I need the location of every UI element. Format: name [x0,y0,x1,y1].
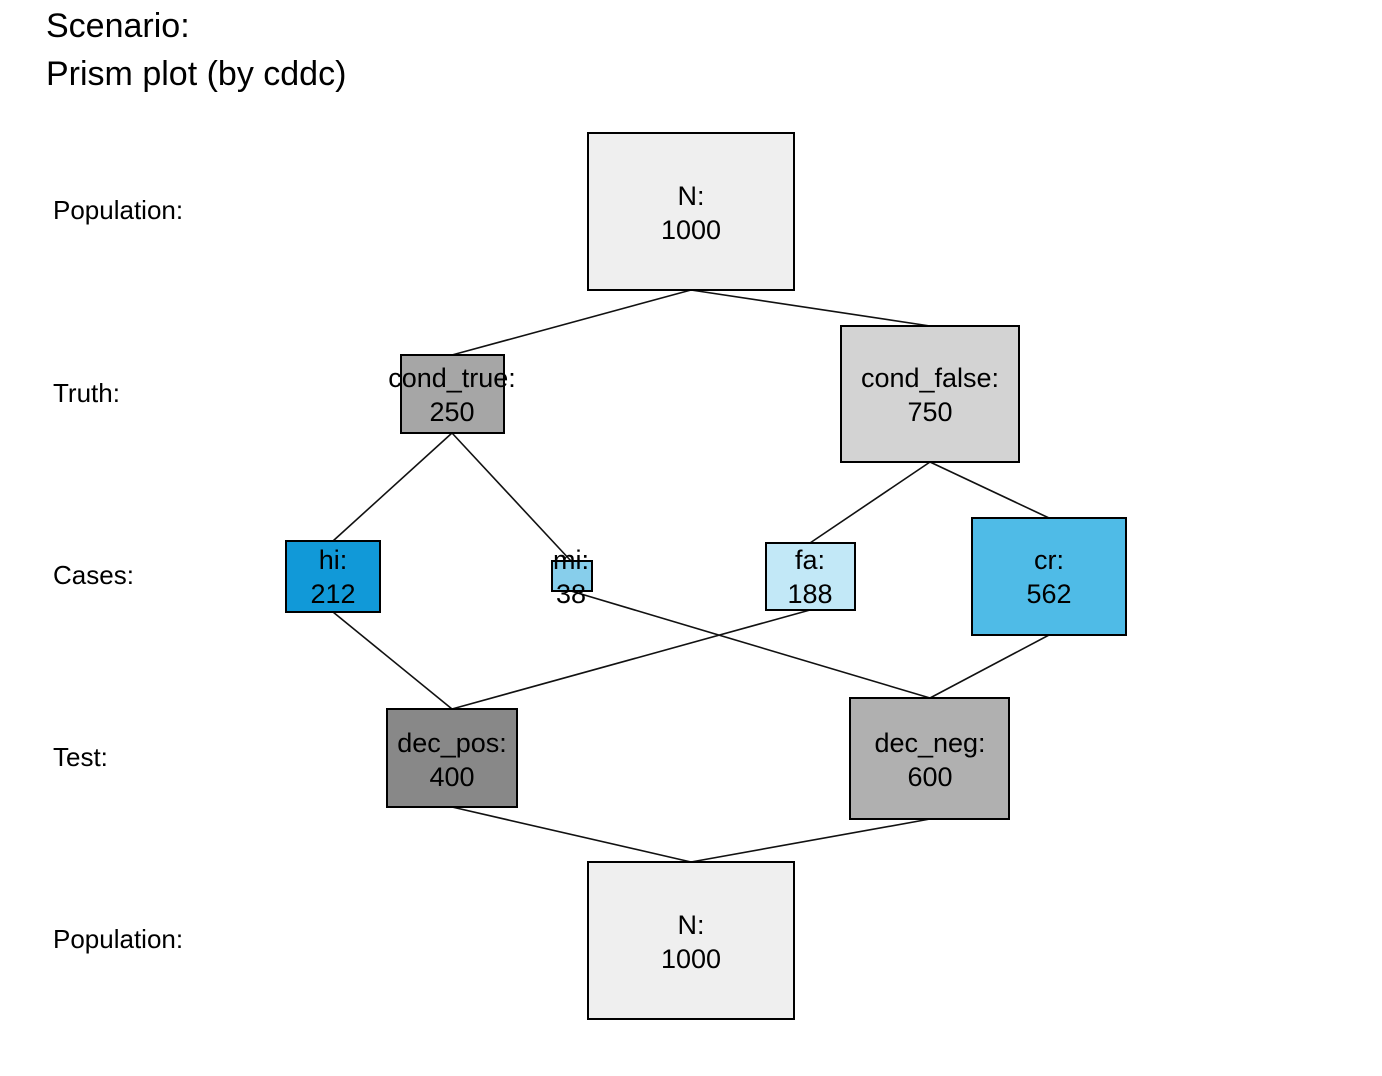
node-dec-neg-box [849,697,1010,820]
node-n-top-value: 1000 [661,215,721,245]
node-fa-value: 188 [787,579,832,609]
node-cr-box [971,517,1127,636]
node-fa: fa: 188 [765,542,856,611]
link-n-to-cond-false [690,289,931,327]
link-cond-true-to-hi [332,432,453,542]
diagram-title-line2: Prism plot (by cddc) [46,55,347,93]
node-cr-value: 562 [1026,579,1071,609]
node-cond-false-label: cond_false: [861,363,999,393]
node-mi-value: 38 [556,579,586,609]
node-n-bottom-value: 1000 [661,944,721,974]
node-dec-pos-label: dec_pos: [397,728,507,758]
link-cond-false-to-fa [809,461,931,544]
link-cr-to-dec-neg [929,634,1050,699]
node-cond-false-value: 750 [907,397,952,427]
link-fa-to-dec-pos [451,609,811,710]
node-dec-neg-label: dec_neg: [874,728,985,758]
diagram-title-line1: Scenario: [46,7,190,45]
node-hi-box [285,540,381,613]
node-cr-label: cr: [1034,545,1064,575]
link-n-to-cond-true [451,289,692,356]
node-n-bottom-box [587,861,795,1020]
node-cond-true-box [400,354,505,434]
row-label-truth: Truth: [53,378,120,408]
node-fa-label: fa: [795,545,825,575]
node-cr: cr: 562 [971,517,1127,636]
node-dec-neg: dec_neg: 600 [849,697,1010,820]
link-cond-false-to-cr [929,461,1050,519]
node-n-bottom: N: 1000 [587,861,795,1020]
node-cond-false: cond_false: 750 [840,325,1020,463]
node-n-top-box [587,132,795,291]
node-dec-neg-value: 600 [907,762,952,792]
link-cond-true-to-mi [451,432,572,562]
node-mi: mi: 38 [551,545,593,609]
link-dec-neg-to-n [690,818,931,863]
row-label-population-top: Population: [53,195,184,225]
node-cond-true-label: cond_true: [388,363,516,393]
link-hi-to-dec-pos [332,611,453,710]
link-mi-to-dec-neg [570,590,931,699]
node-hi-value: 212 [310,579,355,609]
node-dec-pos: dec_pos: 400 [386,708,518,808]
node-mi-box [551,560,593,592]
row-label-test: Test: [53,742,108,772]
node-fa-box [765,542,856,611]
node-dec-pos-value: 400 [429,762,474,792]
node-cond-false-box [840,325,1020,463]
row-label-population-bottom: Population: [53,924,184,954]
link-dec-pos-to-n [451,806,692,863]
node-n-top-label: N: [678,181,705,211]
node-dec-pos-box [386,708,518,808]
links [332,289,1050,863]
node-cond-true-value: 250 [429,397,474,427]
node-n-bottom-label: N: [678,910,705,940]
node-n-top: N: 1000 [587,132,795,291]
row-label-cases: Cases: [53,560,134,590]
node-hi: hi: 212 [285,540,381,613]
node-cond-true: cond_true: 250 [388,354,516,434]
node-hi-label: hi: [319,545,348,575]
node-mi-label: mi: [553,545,589,575]
